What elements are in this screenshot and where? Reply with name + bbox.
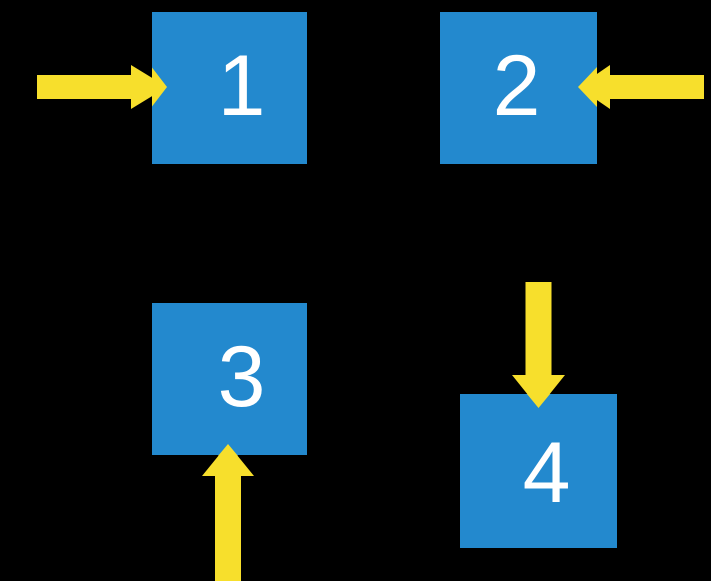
node-box-3[interactable]: 3 bbox=[152, 303, 307, 455]
node-label-3: 3 bbox=[217, 329, 266, 425]
node-label-1: 1 bbox=[217, 38, 266, 134]
arrow-tip-into-2 bbox=[578, 65, 597, 109]
arrow-tip-into-3 bbox=[202, 444, 254, 456]
node-box-1[interactable]: 1 bbox=[152, 12, 307, 164]
arrow-into-2[interactable] bbox=[578, 65, 704, 109]
node-label-2: 2 bbox=[492, 38, 541, 134]
arrow-tip-into-4 bbox=[512, 394, 565, 408]
node-label-4: 4 bbox=[522, 425, 571, 521]
arrow-into-3[interactable] bbox=[202, 444, 254, 581]
arrow-tip-into-1 bbox=[152, 65, 167, 109]
arrow-into-4[interactable] bbox=[512, 282, 565, 408]
arrow-into-1[interactable] bbox=[37, 65, 167, 109]
node-box-4[interactable]: 4 bbox=[460, 394, 617, 548]
node-box-2[interactable]: 2 bbox=[440, 12, 597, 164]
